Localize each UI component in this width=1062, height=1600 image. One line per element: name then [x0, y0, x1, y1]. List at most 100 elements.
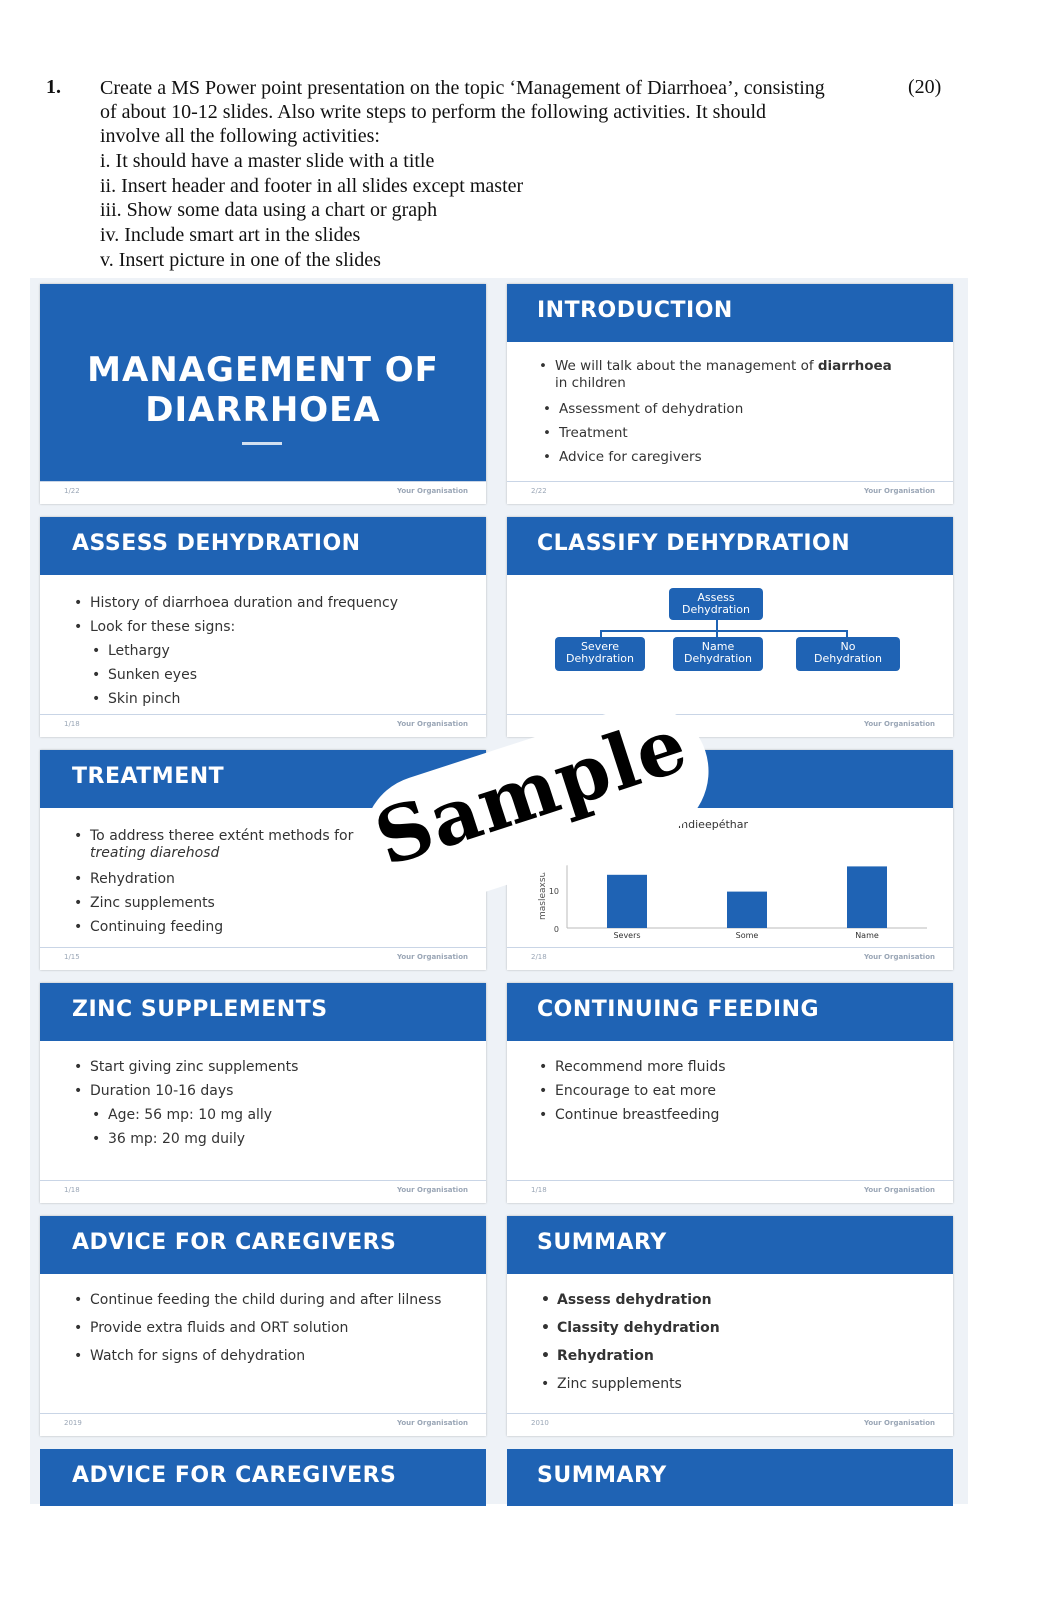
activity-item: ii. Insert header and footer in all slid… [100, 175, 524, 197]
slide-footer: 2019 Your Organisation [40, 1413, 486, 1436]
slide-body: History of diarrhoea duration and freque… [74, 591, 472, 711]
slide-title: ADVICE FOR CAREGIVERS [72, 1463, 397, 1488]
y-tick-label: 0 [554, 925, 559, 934]
slide-title: ZINC SUPPLEMENTS [72, 997, 328, 1022]
sub-bullet-item: Sunken eyes [92, 663, 472, 687]
bullet-item: Recommend more fluids [539, 1055, 939, 1079]
footer-organisation: Your Organisation [396, 1419, 468, 1427]
slide-footer: 2/22 Your Organisation [507, 481, 953, 504]
slide-number: 2019 [64, 1419, 82, 1427]
slide-body: We will talk about the management of dia… [539, 358, 939, 469]
slide-header: TREATMENT [40, 750, 486, 808]
slide-footer: 1/22 Your Organisation [40, 481, 486, 504]
slide-header: INTRODUCTION [507, 284, 953, 342]
slide-title: INTRODUCTION [537, 298, 733, 323]
slide-number: 2/22 [531, 487, 547, 495]
slide-header: ASSESS DEHYDRATION [40, 517, 486, 575]
activity-item: iii. Show some data using a chart or gra… [100, 199, 438, 221]
slide-footer: 1/18 Your Organisation [507, 1180, 953, 1203]
slide-header: CONTINUING FEEDING [507, 983, 953, 1041]
footer-organisation: Your Organisation [863, 720, 935, 728]
bar [607, 874, 647, 928]
sub-bullet-item: 36 mp: 20 mg duily [92, 1127, 472, 1151]
slide-title: CONTINUING FEEDING [537, 997, 820, 1022]
smartart-connector [846, 630, 848, 638]
bullet-item: Zinc supplements [74, 891, 472, 915]
slide-number: 1/18 [64, 1186, 80, 1194]
bullet-item: Zinc supplements [541, 1370, 939, 1398]
bullet-item: Watch for signs of dehydration [74, 1342, 472, 1370]
slide-header: CLASSIFY DEHYDRATION [507, 517, 953, 575]
bullet-item: We will talk about the management of dia… [539, 358, 939, 392]
slide-title: SUMMARY [537, 1230, 667, 1255]
activity-item: i. It should have a master slide with a … [100, 150, 435, 172]
slide-number: 1/18 [64, 720, 80, 728]
slide-title: CLASSIFY DEHYDRATION [537, 531, 851, 556]
slide-number: 1/15 [64, 953, 80, 961]
question-marks: (20) [908, 76, 942, 98]
cover-title-line2: DIARRHOEA [145, 390, 381, 430]
footer-organisation: Your Organisation [396, 1186, 468, 1194]
question-block: 1. (20) Create a MS Power point presenta… [0, 0, 1062, 285]
slide-treatment: TREATMENT To address theree extént metho… [40, 750, 486, 970]
bullet-item: Rehydration [541, 1342, 939, 1370]
slide-continuing-feeding: CONTINUING FEEDING Recommend more fluids… [507, 983, 953, 1203]
slide-advice-caregivers-repeat: ADVICE FOR CAREGIVERS [40, 1449, 486, 1506]
slide-footer: Your Organisation [507, 714, 953, 737]
bullet-item: Assess dehydration [541, 1286, 939, 1314]
slide-footer: 1/18 Your Organisation [40, 714, 486, 737]
slide-body: Continue feeding the child during and af… [74, 1286, 472, 1370]
cover-title-line1: MANAGEMENT OF [87, 350, 439, 390]
slide-footer: 2/18 Your Organisation [507, 947, 953, 970]
bullet-item: Start giving zinc supplements [74, 1055, 472, 1079]
slide-number: 1/22 [64, 487, 80, 495]
y-tick-label: 10 [549, 887, 559, 896]
bullet-item: History of diarrhoea duration and freque… [74, 591, 472, 615]
footer-organisation: Your Organisation [396, 720, 468, 728]
question-number: 1. [46, 76, 61, 98]
bullet-item: Assessment of dehydration [543, 397, 939, 421]
sub-bullet-item: Lethargy [92, 639, 472, 663]
slide-title: TREATMENT [72, 764, 225, 789]
slide-number: 2010 [531, 1419, 549, 1427]
slide-cover: MANAGEMENT OF DIARRHOEA 1/22 Your Organi… [40, 284, 486, 504]
footer-organisation: Your Organisation [863, 487, 935, 495]
slide-body: Start giving zinc supplements Duration 1… [74, 1055, 472, 1151]
slide-number: 1/18 [531, 1186, 547, 1194]
bullet-item: Duration 10-16 days [74, 1079, 472, 1103]
smartart-connector [600, 630, 848, 632]
footer-organisation: Your Organisation [863, 1186, 935, 1194]
slide-title: SUMMARY [537, 1463, 667, 1488]
slide-header: ZINC SUPPLEMENTS [40, 983, 486, 1041]
title-underline [242, 442, 282, 445]
slide-header: ADVICE FOR CAREGIVERS [40, 1216, 486, 1274]
bullet-item: Continuing feeding [74, 915, 472, 939]
activity-item: iv. Include smart art in the slides [100, 224, 361, 246]
slide-footer: 1/15 Your Organisation [40, 947, 486, 970]
y-axis-label: masleaxsuend [538, 855, 548, 920]
slide-body: To address theree extént methods fortrea… [74, 828, 472, 939]
slide-footer: 2010 Your Organisation [507, 1413, 953, 1436]
slide-header: SUMMARY [507, 1449, 953, 1506]
bullet-item: Continue breastfeeding [539, 1103, 939, 1127]
bullet-item: Encourage to eat more [539, 1079, 939, 1103]
footer-organisation: Your Organisation [396, 953, 468, 961]
slide-summary: SUMMARY Assess dehydration Classity dehy… [507, 1216, 953, 1436]
x-tick-label: Some [736, 931, 759, 940]
slide-number: 2/18 [531, 953, 547, 961]
slide-title: ASSESS DEHYDRATION [72, 531, 361, 556]
footer-organisation: Your Organisation [863, 1419, 935, 1427]
question-line: Create a MS Power point presentation on … [100, 77, 825, 99]
bullet-item: Provide extra fluids and ORT solution [74, 1314, 472, 1342]
bullet-item: Advice for caregivers [543, 445, 939, 469]
slide-header: ADVICE FOR CAREGIVERS [40, 1449, 486, 1506]
sub-bullet-item: Age: 56 mp: 10 mg ally [92, 1103, 472, 1127]
smartart-connector [600, 630, 602, 638]
slide-zinc-supplements: ZINC SUPPLEMENTS Start giving zinc suppl… [40, 983, 486, 1203]
slide-body: Recommend more fluids Encourage to eat m… [539, 1055, 939, 1127]
footer-organisation: Your Organisation [863, 953, 935, 961]
bullet-item: Continue feeding the child during and af… [74, 1286, 472, 1314]
